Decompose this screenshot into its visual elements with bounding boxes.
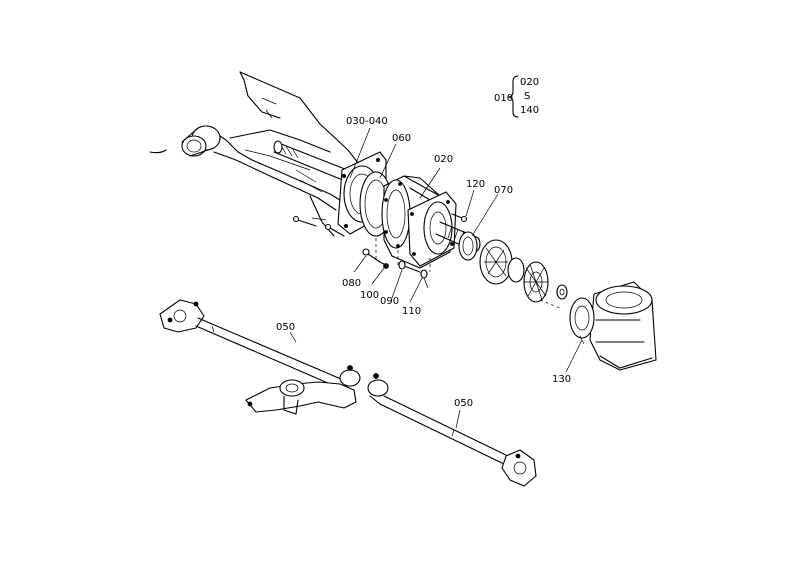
leader-020: [419, 167, 441, 199]
nut-100: [383, 263, 389, 269]
callout-020: 020: [434, 154, 453, 165]
leader-060: [379, 143, 397, 179]
range-mid: S: [524, 91, 530, 102]
callout-050-left: 050: [276, 322, 295, 333]
range-bottom: 140: [520, 105, 539, 116]
steering-arm: [245, 379, 357, 415]
axle-housing: [149, 71, 363, 237]
callouts: 030-040 060 020 120 070 080 100 090 110 …: [276, 116, 571, 409]
leader-120: [465, 189, 475, 217]
leader-lines: [289, 127, 583, 429]
callout-070: 070: [494, 185, 513, 196]
callout-120: 120: [466, 179, 485, 190]
leader-130: [565, 339, 583, 373]
range-brace: [508, 75, 519, 118]
callout-110: 110: [402, 306, 421, 317]
range-top: 020: [520, 77, 539, 88]
left-hub: [181, 125, 221, 157]
wheel-hub-housing: [569, 281, 657, 371]
leader-100: [371, 267, 385, 285]
callout-100: 100: [360, 290, 379, 301]
callout-060: 060: [392, 133, 411, 144]
range-label: 010 020 S 140: [494, 75, 539, 118]
callout-090: 090: [380, 296, 399, 307]
tie-rod-left: [159, 299, 349, 391]
leader-050-right: [455, 409, 461, 429]
leader-030-040: [349, 127, 371, 179]
part-120-pin: [451, 213, 468, 223]
leader-070: [471, 193, 499, 237]
leader-110: [409, 277, 423, 303]
range-start: 010: [494, 93, 513, 104]
callout-030-040: 030-040: [346, 116, 388, 127]
bolt-110: [420, 269, 429, 289]
bearing: [458, 231, 478, 261]
loose-bolts: [292, 215, 345, 237]
case-front-flange: [407, 191, 457, 267]
gear-set: [479, 239, 549, 303]
tie-rod-right: [379, 395, 537, 487]
callout-130: 130: [552, 374, 571, 385]
reference-lines: [375, 238, 561, 309]
bolt-090: [398, 260, 421, 273]
washer: [556, 284, 568, 300]
callout-050-right: 050: [454, 398, 473, 409]
leader-080: [353, 255, 367, 273]
leader-090: [391, 269, 403, 299]
ball-joint-center: [339, 365, 389, 405]
leader-050-left: [289, 331, 297, 343]
bolt-080: [362, 248, 385, 265]
callout-080: 080: [342, 278, 361, 289]
